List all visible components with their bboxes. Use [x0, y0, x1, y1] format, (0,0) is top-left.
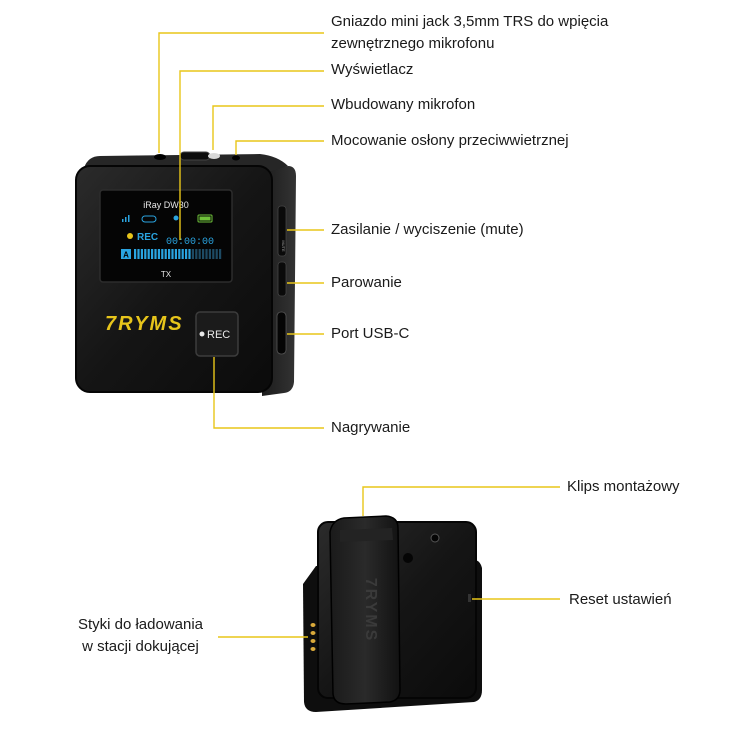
leader-builtin-mic	[212, 105, 324, 150]
level-meter-bar	[188, 249, 191, 259]
callout-usb-port-line-1: Port USB-C	[331, 325, 410, 342]
signal-icon	[122, 215, 130, 222]
clip-top-ridge	[340, 528, 393, 542]
level-meter-bar	[178, 249, 181, 259]
level-meter-bar	[144, 249, 147, 259]
rec-button[interactable]	[195, 311, 239, 357]
callout-recording-line-1: Nagrywanie	[331, 419, 411, 436]
level-meter-bar	[154, 249, 157, 259]
level-meter-bar	[174, 249, 177, 259]
pairing-button[interactable]	[277, 261, 287, 297]
front-device: iRay DW30 REC 00:00:00 A TX 7RYMS REC MU…	[75, 151, 296, 396]
clip-brand: 7RYMS	[362, 578, 379, 643]
back-hole	[403, 553, 413, 563]
channel-badge	[121, 249, 131, 259]
callout-usb-port: Port USB-C	[331, 323, 409, 345]
level-meter-bar	[219, 249, 222, 259]
level-meter-bar	[185, 249, 188, 259]
power-mute-button[interactable]	[277, 205, 287, 257]
level-meter-bar	[215, 249, 218, 259]
callout-mic-jack-line-1: Gniazdo mini jack 3,5mm TRS do wpięcia	[331, 13, 609, 30]
callout-clip: Klips montażowy	[567, 476, 680, 498]
leader-lines	[158, 32, 560, 638]
leader-mic-jack	[158, 32, 324, 153]
level-meter-bar	[205, 249, 208, 259]
callout-builtin-mic-line-1: Wbudowany mikrofon	[331, 96, 476, 113]
callout-pairing: Parowanie	[331, 272, 402, 294]
usb-c-port	[276, 311, 287, 355]
charging-contacts	[310, 623, 316, 651]
level-meter-bar	[191, 249, 194, 259]
level-meter-bar	[157, 249, 160, 259]
leader-windscreen-mount	[235, 140, 324, 155]
mounting-clip[interactable]	[329, 515, 401, 705]
leader-display	[179, 70, 324, 240]
reset-pinhole[interactable]	[468, 594, 471, 602]
level-meter-bar	[171, 249, 174, 259]
link-icon	[141, 215, 157, 223]
callout-charging-contacts: Styki do ładowania w stacji dokującej	[58, 614, 223, 658]
builtin-mic-hole	[208, 153, 220, 159]
windscreen-mount-notch	[232, 155, 240, 161]
callout-power-mute: Zasilanie / wyciszenie (mute)	[331, 219, 524, 241]
brand-logo: 7RYMS	[105, 313, 184, 335]
callout-charging-line-1: Styki do ładowania	[77, 616, 204, 633]
level-meter	[134, 249, 222, 259]
level-meter-bar	[140, 249, 143, 259]
callout-reset: Reset ustawień	[569, 589, 672, 611]
callout-display: Wyświetlacz	[331, 59, 413, 81]
screen-mode: TX	[161, 270, 172, 279]
back-device: 7RYMS	[303, 515, 482, 712]
screen-channel: A	[123, 251, 129, 260]
callout-mic-jack-line-2: zewnętrznego mikrofonu	[331, 35, 495, 52]
level-meter-bar	[195, 249, 198, 259]
level-meter-bar	[164, 249, 167, 259]
level-meter-bar	[208, 249, 211, 259]
callout-display-line-1: Wyświetlacz	[331, 61, 414, 78]
callout-clip-line-1: Klips montażowy	[567, 478, 680, 495]
screen-rec: REC	[137, 232, 158, 243]
callout-windscreen-mount-line-1: Mocowanie osłony przeciwwietrznej	[331, 132, 569, 149]
level-meter-bar	[147, 249, 150, 259]
callout-reset-line-1: Reset ustawień	[569, 591, 672, 608]
battery-icon	[197, 214, 213, 223]
screen-model: iRay DW30	[143, 200, 189, 210]
callout-mic-jack: Gniazdo mini jack 3,5mm TRS do wpięcia z…	[331, 11, 651, 55]
rec-button-dot-icon	[199, 331, 205, 337]
callout-windscreen-mount: Mocowanie osłony przeciwwietrznej	[331, 130, 569, 152]
side-mark: MUTE	[281, 240, 286, 252]
mic-jack-port	[154, 154, 166, 160]
level-meter-bar	[161, 249, 164, 259]
builtin-mic-grille	[179, 151, 211, 161]
screen-timer: 00:00:00	[166, 237, 214, 248]
rec-dot-icon	[127, 233, 133, 239]
mic-status-icon	[173, 215, 179, 221]
level-meter-bar	[151, 249, 154, 259]
back-screw-icon	[430, 533, 440, 543]
leader-clip	[362, 486, 560, 516]
callout-pairing-line-1: Parowanie	[331, 274, 402, 291]
rec-button-label: REC	[207, 329, 230, 341]
level-meter-bar	[137, 249, 140, 259]
level-meter-bar	[202, 249, 205, 259]
callout-charging-line-2: w stacji dokującej	[82, 638, 199, 655]
callout-power-mute-line-1: Zasilanie / wyciszenie (mute)	[331, 221, 524, 238]
level-meter-bar	[198, 249, 201, 259]
callout-builtin-mic: Wbudowany mikrofon	[331, 94, 475, 116]
leader-recording	[213, 357, 324, 429]
level-meter-bar	[134, 249, 137, 259]
level-meter-bar	[181, 249, 184, 259]
callout-recording: Nagrywanie	[331, 417, 410, 439]
level-meter-bar	[168, 249, 171, 259]
level-meter-bar	[212, 249, 215, 259]
